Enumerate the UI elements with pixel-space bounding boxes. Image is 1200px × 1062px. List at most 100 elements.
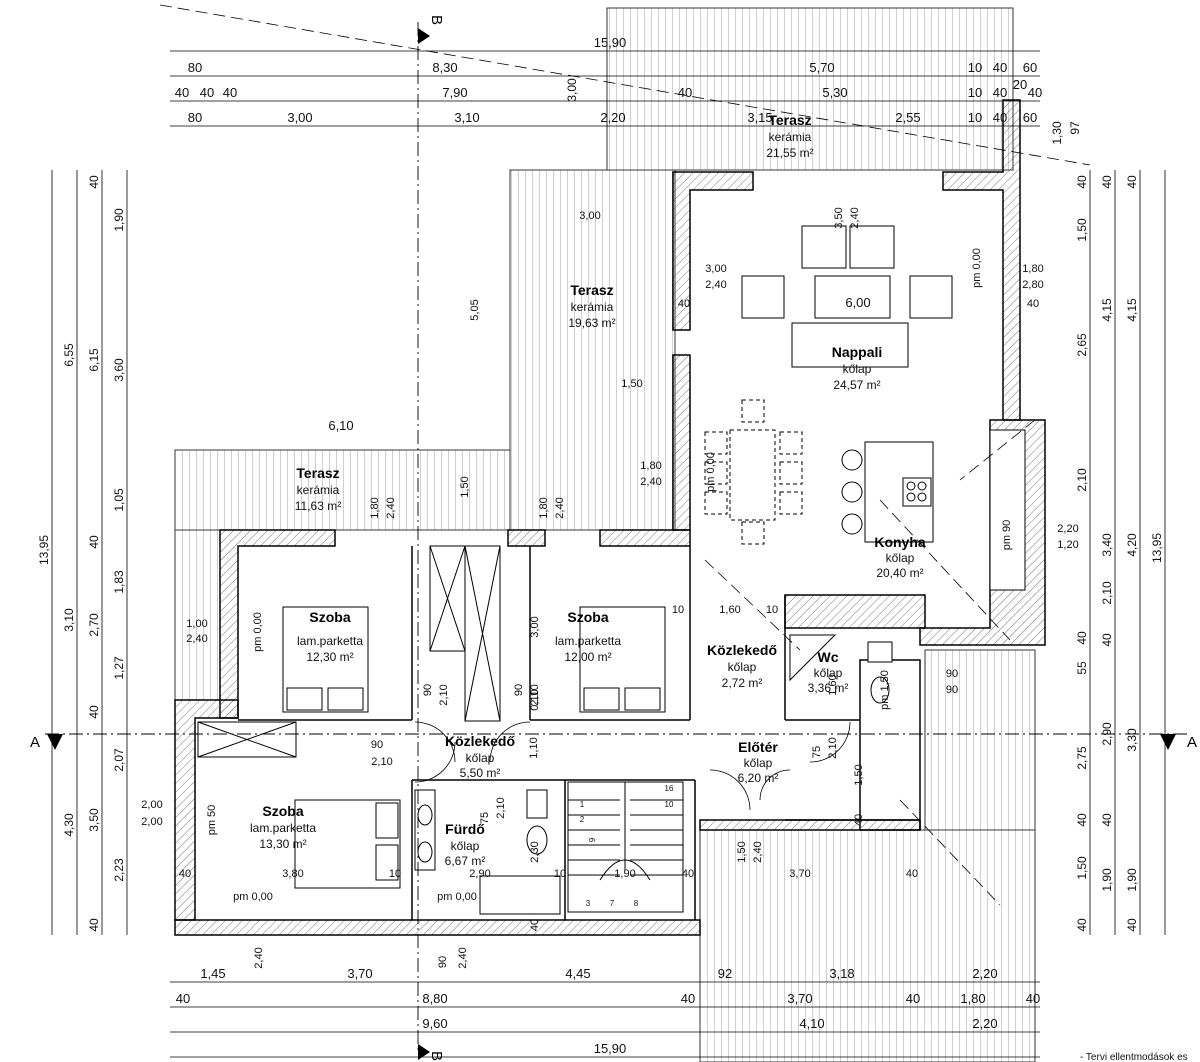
inner-dim: 1,60 — [719, 604, 740, 616]
room-material: kőlap — [744, 756, 773, 770]
inner-dim: 10 — [389, 868, 401, 880]
dimension-lines-bottom — [170, 981, 1040, 1058]
sofa-set — [741, 225, 953, 368]
inner-dim: 3,50 — [833, 207, 845, 228]
dimension-lines-top — [170, 50, 1040, 127]
inner-dim: 1,50 — [459, 476, 471, 497]
dim-label: 3,70 — [347, 966, 372, 981]
section-marker-a-left: A — [30, 734, 40, 751]
stair-number: 10 — [665, 800, 674, 809]
kitchen-island — [841, 429, 1026, 591]
dim-label: 3,00 — [287, 110, 312, 125]
room-name: Fürdő — [445, 821, 485, 837]
room-material: lam.parketta — [297, 634, 363, 648]
dim-label: 40 — [87, 918, 101, 932]
dim-label: 40 — [681, 991, 695, 1006]
inner-dim: pm 50 — [206, 805, 218, 836]
inner-dim: 1,50 — [621, 378, 642, 390]
room-material: kőlap — [466, 751, 495, 765]
dim-label: 4,15 — [1125, 298, 1139, 322]
section-marker-b-bottom: B — [428, 1051, 445, 1061]
inner-dim: 2,40 — [186, 633, 207, 645]
inner-dim: 2,00 — [141, 799, 162, 811]
dim-label: 2,10 — [1100, 581, 1114, 605]
inner-dim: pm 0,00 — [971, 248, 983, 288]
dim-label: 60 — [1023, 60, 1037, 75]
dim-label: 40 — [993, 110, 1007, 125]
dim-label: 2,70 — [87, 613, 101, 637]
room-terasz-left: Terasz kerámia 11,63 m² — [295, 465, 341, 513]
terrace-bottom-right — [699, 649, 1036, 1062]
inner-dim: 2,00 — [141, 816, 162, 828]
inner-dim: 75 — [479, 812, 491, 824]
inner-dim: 2,10 — [529, 684, 541, 705]
inner-dim: 2,10 — [438, 684, 450, 705]
room-area: 5,50 m² — [460, 766, 501, 780]
inner-dim: 2,90 — [469, 868, 490, 880]
inner-dim: 1,80 — [538, 497, 550, 518]
section-markers: A A B B — [30, 15, 1197, 1061]
inner-dim: 40 — [682, 868, 694, 880]
inner-dim-labels: 3,00 3,50 2,40 3,00 2,40 6,00 40 40 1,80… — [141, 207, 1078, 968]
room-area: 21,55 m² — [766, 146, 813, 160]
inner-dim: 90 — [437, 956, 449, 968]
room-nappali: Nappali kőlap 24,57 m² — [832, 344, 883, 392]
dim-label: 40 — [678, 85, 692, 100]
inner-dim: 90 — [946, 668, 958, 680]
inner-dim: pm 90 — [1001, 520, 1013, 551]
dim-label: 40 — [175, 85, 189, 100]
dim-label: 40 — [1028, 85, 1042, 100]
dim-label: 5,70 — [809, 60, 834, 75]
room-material: kőlap — [451, 839, 480, 853]
inner-dim: 75 — [811, 746, 823, 758]
room-name: Közlekedő — [445, 733, 515, 749]
inner-dim: pm 1,50 — [879, 670, 891, 710]
inner-dim: 0,10 — [529, 689, 541, 710]
stair-number: 7 — [610, 899, 615, 908]
terrace-middle — [509, 169, 676, 531]
room-material: kőlap — [886, 551, 915, 565]
dim-label: 1,27 — [112, 656, 126, 680]
room-szoba-1: Szoba lam.parketta 12,30 m² — [297, 609, 363, 664]
dim-label: 2,23 — [112, 858, 126, 882]
inner-dim: 2,40 — [752, 841, 764, 862]
dim-label: 40 — [906, 991, 920, 1006]
dim-label: 1,80 — [960, 991, 985, 1006]
dim-labels-bottom: 1,45 3,70 4,45 92 3,18 2,20 40 8,80 40 3… — [176, 966, 1040, 1056]
inner-dim: 2,10 — [495, 797, 507, 818]
dim-label: 2,75 — [1075, 746, 1089, 770]
dim-label: 4,15 — [1100, 298, 1114, 322]
dim-label: 13,95 — [37, 535, 51, 565]
room-name: Közlekedő — [707, 642, 777, 658]
inner-dim: 10 — [766, 604, 778, 616]
room-szoba-2: Szoba lam.parketta 12,00 m² — [555, 609, 621, 664]
dim-label: 1,83 — [112, 570, 126, 594]
dim-label: 4,10 — [799, 1016, 824, 1031]
dim-label: 40 — [1125, 175, 1139, 189]
inner-dim: pm 0,00 — [252, 612, 264, 652]
inner-dim: 3,00 — [529, 616, 541, 637]
stair-number: 8 — [634, 899, 639, 908]
room-area: 6,20 m² — [738, 771, 779, 785]
dim-label: 1,05 — [112, 488, 126, 512]
room-terasz-mid: Terasz kerámia 19,63 m² — [568, 282, 615, 330]
dim-label: 40 — [87, 535, 101, 549]
dim-label: 1,90 — [1125, 868, 1139, 892]
bathroom-fixtures — [414, 634, 893, 915]
room-material: lam.parketta — [250, 821, 316, 835]
dim-bottom-total: 15,90 — [594, 1041, 627, 1056]
inner-dim: 1,90 — [614, 868, 635, 880]
dim-label: 40 — [1075, 631, 1089, 645]
dim-labels-right: 40 1,50 2,65 2,10 40 55 2,75 40 1,50 40 … — [1075, 175, 1164, 932]
dim-label: 6,55 — [62, 343, 76, 367]
dim-label: 4,30 — [62, 813, 76, 837]
dim-label: 10 — [968, 110, 982, 125]
room-material: kőlap — [843, 362, 872, 376]
dim-labels-top: 15,90 80 8,30 5,70 10 40 60 40 40 40 7,9… — [175, 35, 1082, 145]
dim-label: 40 — [1075, 175, 1089, 189]
dimension-lines-left — [51, 170, 128, 935]
dim-label: 80 — [188, 60, 202, 75]
inner-dim: pm 0,00 — [437, 891, 477, 903]
inner-dim: 2,10 — [827, 737, 839, 758]
